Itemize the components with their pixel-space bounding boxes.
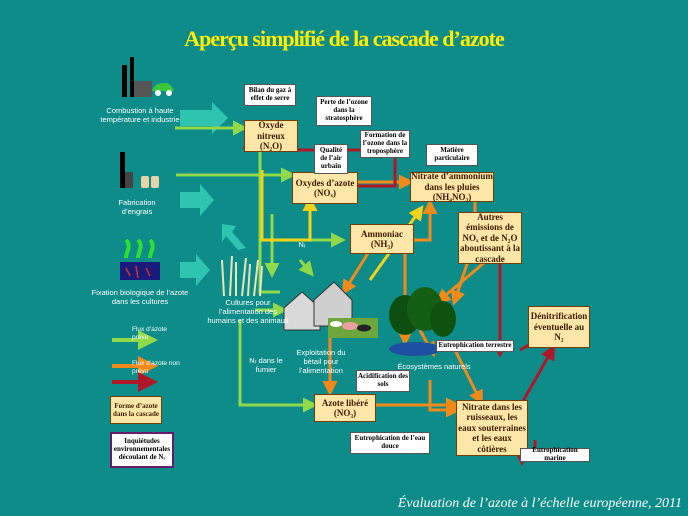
- source-footer: Évaluation de l’azote à l’échelle europé…: [397, 496, 682, 511]
- source-fixation: Fixation biologique de l’azote dans les …: [91, 288, 189, 306]
- label-livestock: Exploitation du bétail pour l’alimentati…: [296, 348, 346, 375]
- concern-air-quality: Qualité de l’air urbain: [314, 144, 348, 174]
- crops-icon: [221, 255, 263, 297]
- label-nr: Nᵣ: [298, 240, 306, 249]
- source-fertilizer: Fabrication d’engrais: [118, 198, 156, 216]
- legume-plant-icon: [120, 238, 160, 280]
- label-manure: Nᵣ dans le fumier: [249, 356, 283, 374]
- factory-car-icon: [122, 57, 174, 97]
- arrow-combustion: [180, 102, 228, 134]
- legend-form-box: Forme d’azote dans la cascade: [110, 396, 162, 424]
- box-nitrate-leached: Azote libéré (NO₃): [314, 394, 376, 422]
- concern-soil-acidification: Acidification des sols: [356, 370, 410, 392]
- legend-concern-box: Inquiétudes environnementales découlant …: [110, 432, 174, 468]
- box-other-emissions: Autres émissions de NOₓ et de N₂O abouti…: [458, 212, 522, 264]
- legend-unintended-label: Flux d’azote non prévu: [132, 360, 180, 375]
- box-ammonium-nitrate: Nitrate d’ammonium dans les pluies (NH₄N…: [410, 171, 494, 203]
- concern-particulate: Matière particulaire: [426, 144, 478, 166]
- concern-ozone-stratosphere: Perte de l’ozone dans la stratosphère: [316, 96, 372, 126]
- box-nitrous-oxide: Oxyde nitreux (N₂O): [244, 120, 298, 152]
- concern-terrestrial-eutrophication: Eutrophication terrestre: [436, 340, 514, 352]
- box-denitrification: Dénitrification éventuelle au N₂: [528, 306, 590, 348]
- concern-freshwater-eutrophication: Eutrophication de l’eau douce: [350, 432, 430, 454]
- concern-marine-eutrophication: Eutrophication marine: [520, 446, 590, 462]
- livestock-farm-icon: [283, 281, 378, 338]
- arrow-fertilizer: [180, 184, 214, 216]
- box-nitrogen-oxides: Oxydes d’azote (NOₓ): [292, 172, 358, 204]
- label-crops: Cultures pour l’alimentation des humains…: [207, 298, 289, 325]
- box-nitrate-rivers: Nitrate dans les ruisseaux, les eaux sou…: [456, 400, 528, 456]
- fertilizer-factory-icon: [120, 152, 159, 188]
- arrow-fert-crops: [222, 224, 246, 250]
- concern-ozone-troposphere: Formation de l’ozone dans la troposphère: [360, 130, 410, 158]
- forest-icon: [389, 287, 456, 356]
- legend-intended-label: Flux d’azote prévu: [132, 326, 168, 341]
- source-combustion: Combustion à haute température et indust…: [100, 106, 180, 124]
- concern-greenhouse: Bilan du gaz à effet de serre: [244, 84, 296, 106]
- diagram-title: Aperçu simplifié de la cascade d’azote: [184, 26, 504, 51]
- box-ammonia: Ammoniac (NH₃): [350, 224, 414, 254]
- arrow-fixation: [180, 254, 210, 286]
- label-ecosystems: Écosystèmes naturels: [397, 362, 471, 371]
